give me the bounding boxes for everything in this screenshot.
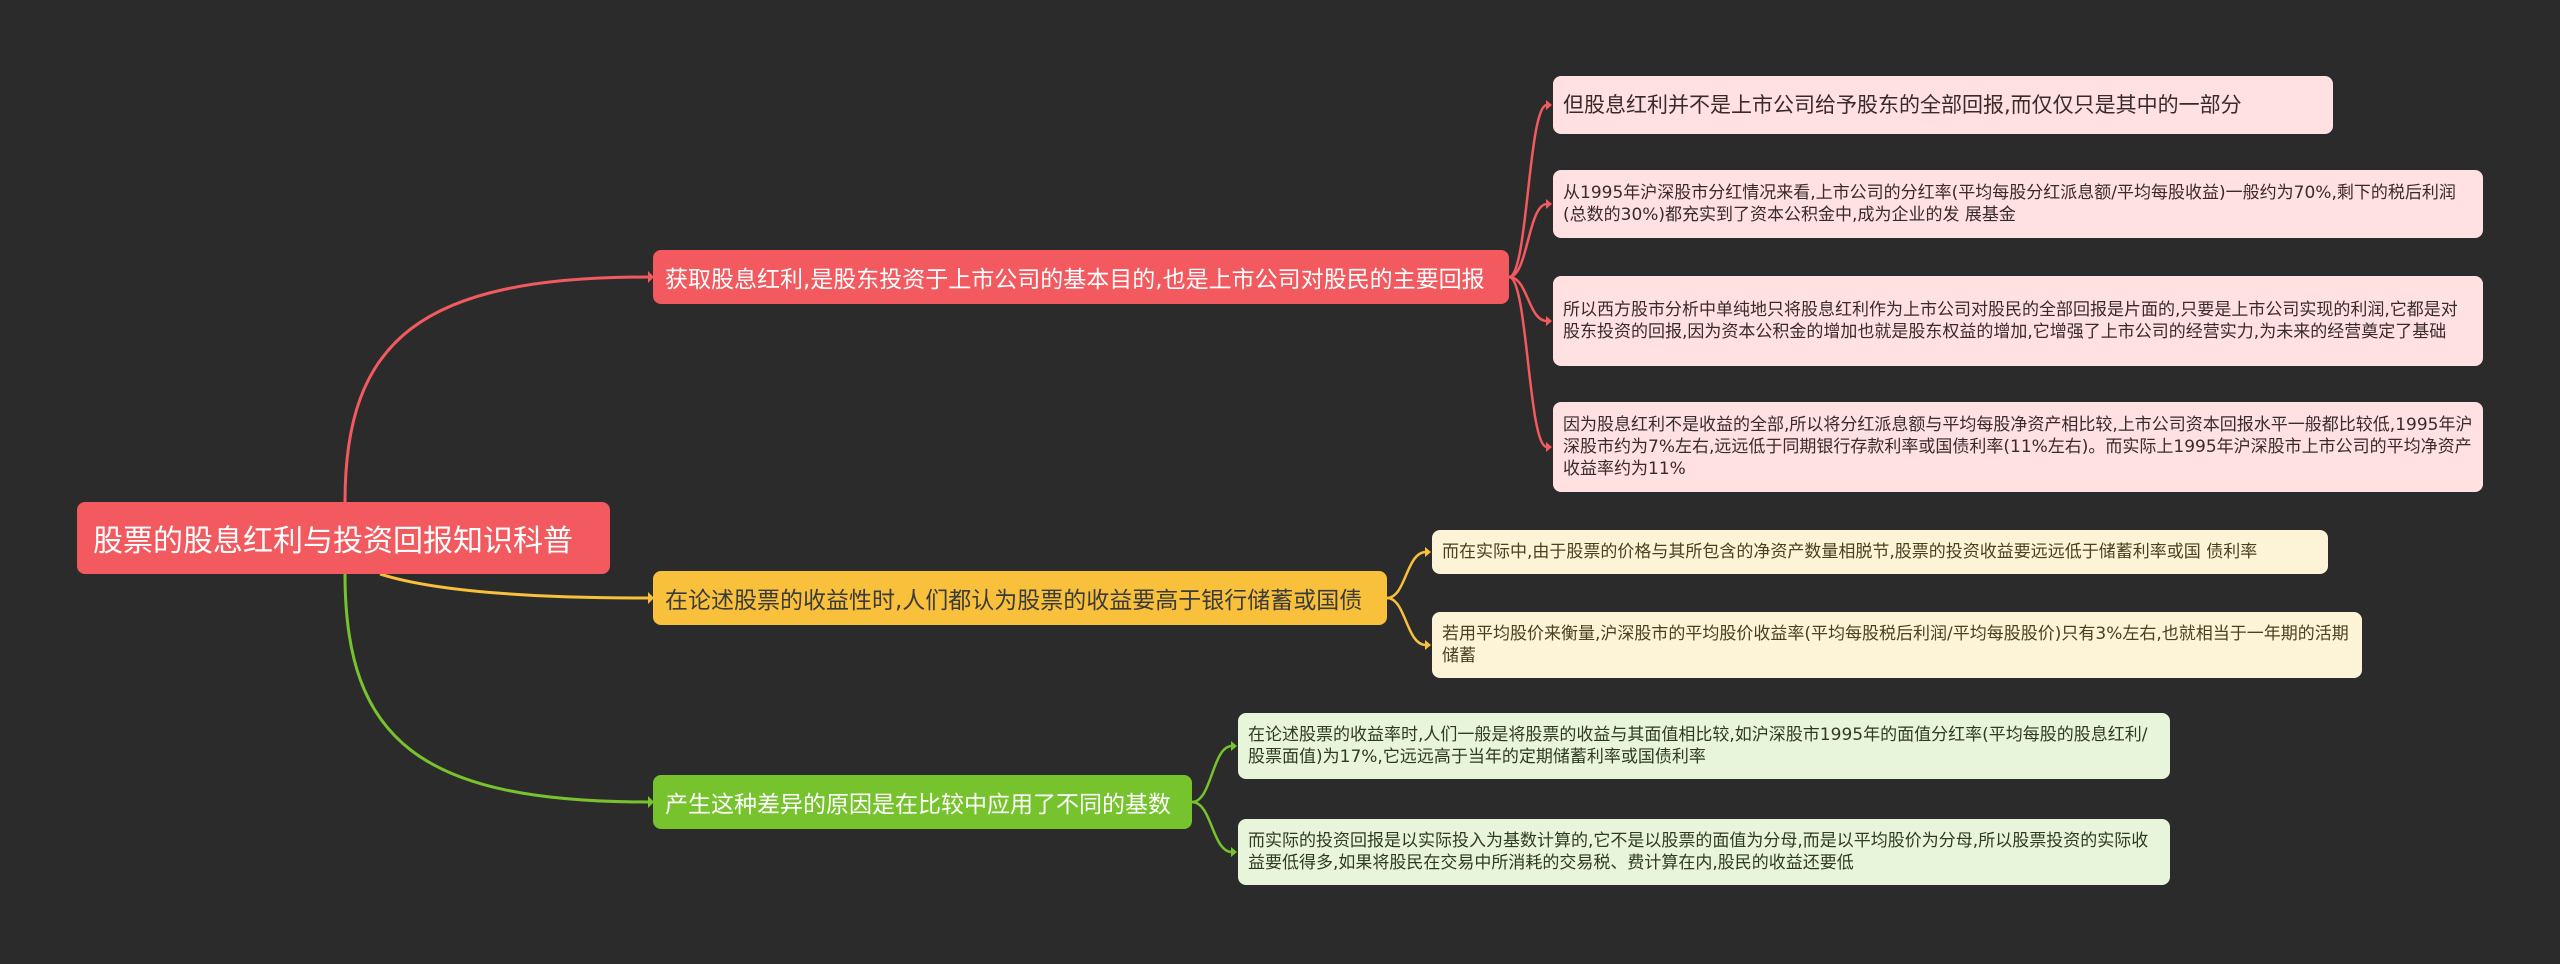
connector-g1 xyxy=(1191,744,1233,804)
connector-y2 xyxy=(1386,596,1427,647)
leaf-topic-1-1-text: 但股息红利并不是上市公司给予股东的全部回报,而仅仅只是其中的一部分 xyxy=(1563,93,2242,117)
arrow-branch-3 xyxy=(648,796,654,808)
leaf-topic-1-4[interactable]: 因为股息红利不是收益的全部,所以将分红派息额与平均每股净资产相比较,上市公司资本… xyxy=(1553,402,2483,492)
connector-r2 xyxy=(1508,202,1548,279)
connector-r4 xyxy=(1508,275,1548,449)
connector-root-branch-2 xyxy=(379,572,649,600)
branch-topic-1[interactable]: 获取股息红利,是股东投资于上市公司的基本目的,也是上市公司对股民的主要回报 xyxy=(653,250,1509,304)
arrow-r2 xyxy=(1546,199,1552,209)
connector-y1 xyxy=(1386,550,1427,600)
branch-topic-1-label: 获取股息红利,是股东投资于上市公司的基本目的,也是上市公司对股民的主要回报 xyxy=(665,267,1485,293)
leaf-topic-3-1[interactable]: 在论述股票的收益率时,人们一般是将股票的收益与其面值相比较,如沪深股市1995年… xyxy=(1238,713,2170,779)
arrow-r4 xyxy=(1546,442,1552,452)
arrow-y2 xyxy=(1425,640,1431,650)
connector-r3 xyxy=(1508,275,1548,323)
leaf-topic-1-3[interactable]: 所以西方股市分析中单纯地只将股息红利作为上市公司对股民的全部回报是片面的,只要是… xyxy=(1553,276,2483,366)
arrow-r3 xyxy=(1546,316,1552,326)
root-topic[interactable]: 股票的股息红利与投资回报知识科普 xyxy=(77,502,610,574)
branch-topic-3[interactable]: 产生这种差异的原因是在比较中应用了不同的基数 xyxy=(653,775,1192,829)
leaf-topic-1-2[interactable]: 从1995年沪深股市分红情况来看,上市公司的分红率(平均每股分红派息额/平均每股… xyxy=(1553,170,2483,238)
connector-root-branch-1 xyxy=(343,275,649,503)
leaf-topic-1-3-text: 所以西方股市分析中单纯地只将股息红利作为上市公司对股民的全部回报是片面的,只要是… xyxy=(1563,300,2458,342)
leaf-topic-1-4-text: 因为股息红利不是收益的全部,所以将分红派息额与平均每股净资产相比较,上市公司资本… xyxy=(1563,415,2473,479)
branch-2-connectors xyxy=(1386,550,1427,647)
leaf-topic-1-1[interactable]: 但股息红利并不是上市公司给予股东的全部回报,而仅仅只是其中的一部分 xyxy=(1553,76,2333,134)
root-topic-label: 股票的股息红利与投资回报知识科普 xyxy=(93,524,573,559)
connector-g2 xyxy=(1191,800,1233,854)
arrow-branch-2 xyxy=(648,592,654,604)
branch-3-connectors xyxy=(1191,744,1233,854)
arrow-g1 xyxy=(1231,741,1237,751)
branch-topic-2-label: 在论述股票的收益性时,人们都认为股票的收益要高于银行储蓄或国债 xyxy=(665,588,1363,614)
leaf-topic-2-2[interactable]: 若用平均股价来衡量,沪深股市的平均股价收益率(平均每股税后利润/平均每股股价)只… xyxy=(1432,612,2362,678)
leaf-topic-1-2-text: 从1995年沪深股市分红情况来看,上市公司的分红率(平均每股分红派息额/平均每股… xyxy=(1563,183,2456,225)
connector-root-branch-3 xyxy=(343,573,649,804)
arrow-g2 xyxy=(1231,847,1237,857)
arrow-r1 xyxy=(1546,100,1552,110)
leaf-topic-2-1-text: 而在实际中,由于股票的价格与其所包含的净资产数量相脱节,股票的投资收益要远远低于… xyxy=(1442,542,2258,562)
leaf-topic-3-1-text: 在论述股票的收益率时,人们一般是将股票的收益与其面值相比较,如沪深股市1995年… xyxy=(1248,725,2148,767)
leaf-topic-3-2[interactable]: 而实际的投资回报是以实际投入为基数计算的,它不是以股票的面值为分母,而是以平均股… xyxy=(1238,819,2170,885)
leaf-topic-2-1[interactable]: 而在实际中,由于股票的价格与其所包含的净资产数量相脱节,股票的投资收益要远远低于… xyxy=(1432,530,2328,574)
branch-1-connectors xyxy=(1508,103,1548,449)
leaf-topic-2-2-text: 若用平均股价来衡量,沪深股市的平均股价收益率(平均每股税后利润/平均每股股价)只… xyxy=(1442,624,2349,666)
branch-topic-3-label: 产生这种差异的原因是在比较中应用了不同的基数 xyxy=(665,792,1171,818)
arrow-y1 xyxy=(1425,547,1431,557)
connector-r1 xyxy=(1508,103,1548,279)
arrow-branch-1 xyxy=(648,271,654,283)
branch-topic-2[interactable]: 在论述股票的收益性时,人们都认为股票的收益要高于银行储蓄或国债 xyxy=(653,571,1387,625)
leaf-topic-3-2-text: 而实际的投资回报是以实际投入为基数计算的,它不是以股票的面值为分母,而是以平均股… xyxy=(1248,831,2149,873)
